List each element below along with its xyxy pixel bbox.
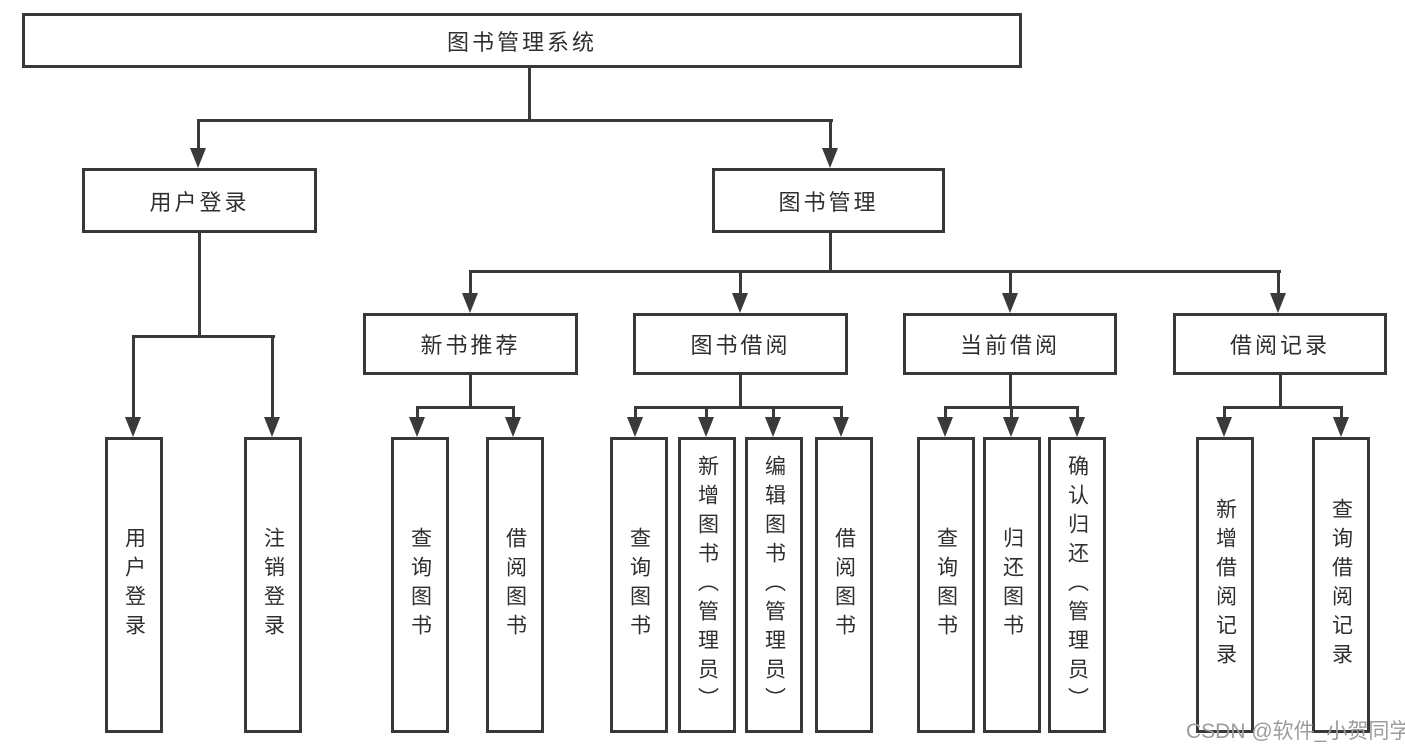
leaf-borrow-books-recommend: 借阅图书 (486, 437, 544, 733)
leaf-edit-books-admin: 编辑图书（管理员） (745, 437, 803, 733)
arrow-down-icon (462, 293, 478, 313)
arrow-down-icon (505, 417, 521, 437)
arrow-down-icon (1270, 293, 1286, 313)
leaf-query-borrow-record: 查询借阅记录 (1312, 437, 1370, 733)
connector-line (1223, 406, 1226, 421)
arrow-down-icon (627, 417, 643, 437)
connector-line (1076, 406, 1079, 421)
connector-line (197, 119, 200, 152)
node-library-system: 图书管理系统 (22, 13, 1022, 68)
connector-line (1009, 375, 1012, 408)
leaf-return-books: 归还图书 (983, 437, 1041, 733)
node-borrow-records: 借阅记录 (1173, 313, 1387, 375)
connector-line (512, 406, 515, 421)
node-user-login: 用户登录 (82, 168, 317, 233)
leaf-add-books-admin-label: 新增图书（管理员） (695, 454, 719, 716)
connector-line (198, 233, 201, 338)
leaf-user-login-label: 用户登录 (122, 527, 146, 643)
arrow-down-icon (833, 417, 849, 437)
arrow-down-icon (409, 417, 425, 437)
connector-line (829, 119, 832, 152)
connector-line (132, 335, 275, 338)
connector-line (416, 406, 419, 421)
leaf-logout: 注销登录 (244, 437, 302, 733)
arrow-down-icon (1333, 417, 1349, 437)
node-book-management-label: 图书管理 (778, 189, 879, 215)
leaf-query-books-recommend: 查询图书 (391, 437, 449, 733)
node-borrow-records-label: 借阅记录 (1229, 333, 1330, 358)
leaf-confirm-return-admin: 确认归还（管理员） (1048, 437, 1106, 733)
connector-line (1279, 375, 1282, 408)
csdn-watermark: CSDN @软件_小贺同学 (1186, 720, 1405, 743)
node-library-system-label: 图书管理系统 (446, 29, 597, 55)
node-new-book-recommend-label: 新书推荐 (420, 333, 521, 358)
connector-line (772, 406, 775, 421)
arrow-down-icon (698, 417, 714, 437)
arrow-down-icon (822, 148, 838, 168)
connector-line (469, 270, 1281, 273)
arrow-down-icon (1003, 417, 1019, 437)
node-current-borrow: 当前借阅 (903, 313, 1117, 375)
leaf-confirm-return-admin-label: 确认归还（管理员） (1065, 454, 1089, 716)
connector-line (634, 406, 637, 421)
leaf-query-books-borrow-label: 查询图书 (627, 527, 651, 643)
arrow-down-icon (1002, 293, 1018, 313)
connector-line (197, 119, 833, 122)
connector-line (944, 406, 947, 421)
leaf-query-borrow-record-label: 查询借阅记录 (1329, 498, 1353, 672)
leaf-query-books-borrow: 查询图书 (610, 437, 668, 733)
leaf-borrow-books: 借阅图书 (815, 437, 873, 733)
node-book-borrow-label: 图书借阅 (690, 333, 791, 358)
arrow-down-icon (190, 148, 206, 168)
node-book-borrow: 图书借阅 (633, 313, 848, 375)
connector-line (1277, 270, 1280, 297)
leaf-query-books-current-label: 查询图书 (934, 527, 958, 643)
leaf-query-books-current: 查询图书 (917, 437, 975, 733)
arrow-down-icon (732, 293, 748, 313)
connector-line (829, 233, 832, 273)
leaf-add-borrow-record-label: 新增借阅记录 (1213, 498, 1237, 672)
node-current-borrow-label: 当前借阅 (959, 333, 1060, 358)
connector-line (469, 270, 472, 297)
leaf-borrow-books-label: 借阅图书 (832, 527, 856, 643)
arrow-down-icon (765, 417, 781, 437)
connector-line (1009, 270, 1012, 297)
connector-line (132, 335, 135, 419)
connector-line (840, 406, 843, 421)
connector-line (271, 335, 274, 419)
connector-line (739, 270, 742, 297)
leaf-edit-books-admin-label: 编辑图书（管理员） (762, 454, 786, 716)
leaf-return-books-label: 归还图书 (1000, 527, 1024, 643)
arrow-down-icon (1069, 417, 1085, 437)
node-book-management: 图书管理 (712, 168, 945, 233)
node-new-book-recommend: 新书推荐 (363, 313, 578, 375)
connector-line (739, 375, 742, 408)
leaf-add-books-admin: 新增图书（管理员） (678, 437, 736, 733)
connector-line (705, 406, 708, 421)
arrow-down-icon (264, 417, 280, 437)
leaf-add-borrow-record: 新增借阅记录 (1196, 437, 1254, 733)
arrow-down-icon (937, 417, 953, 437)
connector-line (1223, 406, 1342, 409)
connector-line (528, 68, 531, 120)
leaf-query-books-recommend-label: 查询图书 (408, 527, 432, 643)
node-user-login-label: 用户登录 (149, 189, 250, 215)
leaf-user-login: 用户登录 (105, 437, 163, 733)
leaf-logout-label: 注销登录 (261, 527, 285, 643)
connector-line (634, 406, 842, 409)
connector-line (469, 375, 472, 408)
leaf-borrow-books-recommend-label: 借阅图书 (503, 527, 527, 643)
connector-line (1010, 406, 1013, 421)
arrow-down-icon (1216, 417, 1232, 437)
connector-line (416, 406, 515, 409)
arrow-down-icon (125, 417, 141, 437)
connector-line (1340, 406, 1343, 421)
